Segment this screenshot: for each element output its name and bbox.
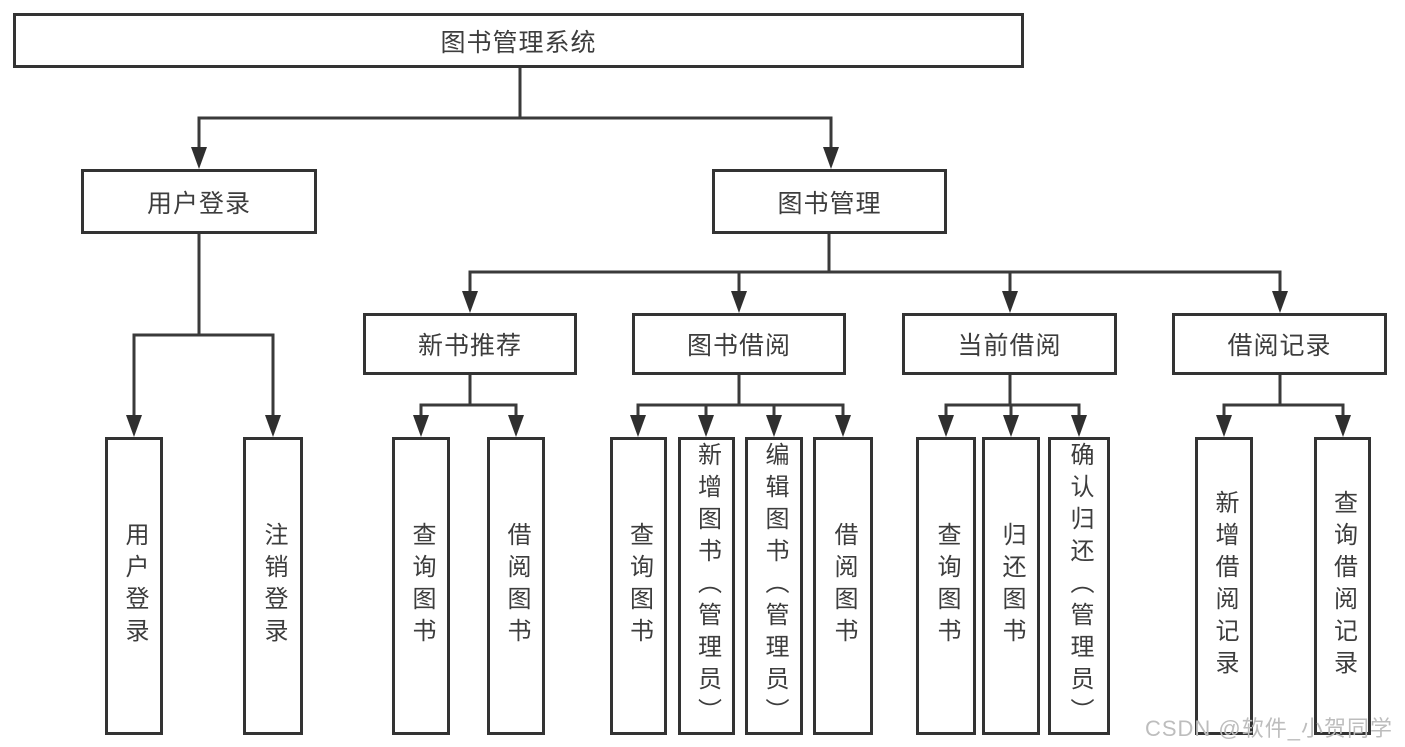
leaf-user-login: 用户登录 <box>105 437 163 735</box>
arrowheads <box>126 147 1351 437</box>
node-current-borrow: 当前借阅 <box>902 313 1117 375</box>
leaf-edit-book-admin: 编辑图书（管理员） <box>745 437 803 735</box>
leaf-add-borrow-record: 新增借阅记录 <box>1195 437 1253 735</box>
leaf-query-books-current: 查询图书 <box>916 437 976 735</box>
node-borrow-records: 借阅记录 <box>1172 313 1387 375</box>
leaf-borrow-books: 借阅图书 <box>813 437 873 735</box>
leaf-return-book: 归还图书 <box>982 437 1040 735</box>
leaf-confirm-return-admin: 确认归还（管理员） <box>1048 437 1110 735</box>
node-new-book-recommend: 新书推荐 <box>363 313 577 375</box>
node-user-login: 用户登录 <box>81 169 317 234</box>
node-book-borrow: 图书借阅 <box>632 313 846 375</box>
leaf-query-books-recommend: 查询图书 <box>392 437 450 735</box>
node-root: 图书管理系统 <box>13 13 1024 68</box>
node-book-management: 图书管理 <box>712 169 947 234</box>
csdn-watermark: CSDN @软件_小贺同学 <box>1144 716 1393 741</box>
leaf-borrow-books-recommend: 借阅图书 <box>487 437 545 735</box>
leaf-query-borrow-record: 查询借阅记录 <box>1314 437 1371 735</box>
leaf-add-book-admin: 新增图书（管理员） <box>678 437 735 735</box>
leaf-logout: 注销登录 <box>243 437 303 735</box>
leaf-query-books-borrow: 查询图书 <box>610 437 667 735</box>
